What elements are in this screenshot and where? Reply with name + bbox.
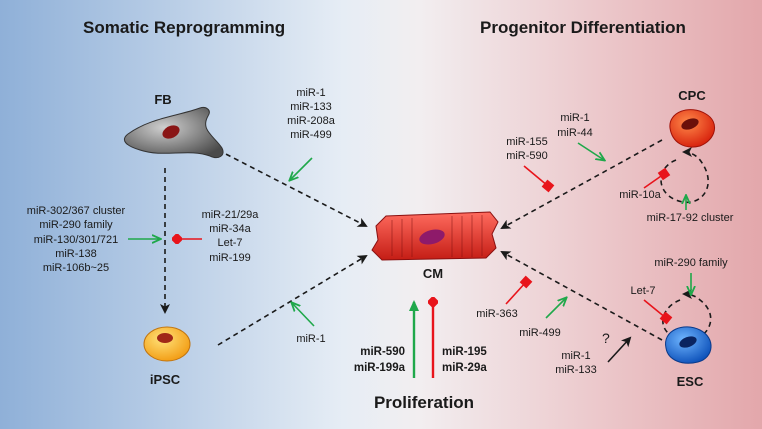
fb-cm-mirna-3: miR-208a (287, 115, 336, 127)
esc-self-promote-label: miR-290 family (654, 257, 728, 269)
esc-unknown-arrow (607, 336, 632, 363)
repro-inhibit-1: miR-21/29a (202, 209, 260, 221)
repro-inhibit-3: Let-7 (217, 237, 242, 249)
cpc-cm-mirna-1: miR-1 (560, 112, 589, 124)
prolif-promote-2: miR-199a (354, 362, 406, 374)
esc-self-inhibit-bar (643, 299, 673, 325)
cpc-self-promote-label: miR-17-92 cluster (647, 212, 734, 224)
cpc-self-inhibit-bar (643, 167, 671, 189)
repro-promote-3: miR-130/301/721 (34, 234, 118, 246)
ipsc-to-cm-arrow (217, 254, 368, 346)
cpc-cell-icon (669, 109, 715, 148)
cpc-cm-promote-arrow (577, 142, 604, 160)
prolif-inhibit-1: miR-195 (442, 346, 487, 358)
esc-inhibit-bar (505, 275, 533, 305)
fb-cm-mirna-2: miR-133 (290, 101, 332, 113)
fb-cm-mirna-1: miR-1 (296, 87, 325, 99)
esc-self-inhibit-label: Let-7 (630, 285, 655, 297)
cpc-cm-mirna-2: miR-44 (557, 127, 592, 139)
proliferation-label: Proliferation (374, 393, 474, 412)
esc-unknown-2: miR-133 (555, 364, 597, 376)
cpc-label: CPC (678, 88, 706, 103)
esc-unknown-1: miR-1 (561, 350, 590, 362)
fb-cm-mirna-4: miR-499 (290, 129, 332, 141)
esc-promote-arrow (545, 298, 566, 319)
ipsc-cm-promote-arrow (292, 303, 315, 327)
repro-promote-1: miR-302/367 cluster (27, 205, 126, 217)
prolif-promote-1: miR-590 (360, 346, 405, 358)
esc-promote-label: miR-499 (519, 327, 561, 339)
cpc-inhibit-1: miR-155 (506, 136, 548, 148)
esc-to-cm-arrow (500, 251, 663, 341)
repro-inhibit-4: miR-199 (209, 252, 251, 264)
prolif-inhibit-2: miR-29a (442, 362, 487, 374)
fb-cm-promote-arrow (290, 157, 313, 180)
repro-promote-4: miR-138 (55, 248, 97, 260)
cpc-inhibit-bar (523, 165, 555, 193)
cpc-to-cm-arrow (500, 139, 663, 229)
cm-label: CM (423, 266, 443, 281)
ipsc-cell-icon (143, 326, 191, 362)
esc-cell-icon (665, 326, 712, 364)
fb-label: FB (154, 92, 171, 107)
heading-somatic-reprogramming: Somatic Reprogramming (83, 18, 285, 37)
ipsc-label: iPSC (150, 372, 181, 387)
cpc-self-renewal-loop (660, 147, 709, 203)
heading-progenitor-differentiation: Progenitor Differentiation (480, 18, 686, 37)
cardiomyocyte-cell-icon (371, 211, 499, 261)
repro-promote-5: miR-106b~25 (43, 262, 109, 274)
fb-to-cm-arrow (217, 149, 368, 227)
repro-inhibit-2: miR-34a (209, 223, 251, 235)
esc-inhibit-label: miR-363 (476, 308, 518, 320)
esc-label: ESC (677, 374, 704, 389)
question-mark: ? (602, 330, 610, 346)
fibroblast-cell-icon (124, 107, 224, 159)
cpc-self-inhibit-label: miR-10a (619, 189, 661, 201)
repro-promote-2: miR-290 family (39, 219, 113, 231)
ipsc-cm-mirna: miR-1 (296, 333, 325, 345)
cpc-inhibit-2: miR-590 (506, 150, 548, 162)
